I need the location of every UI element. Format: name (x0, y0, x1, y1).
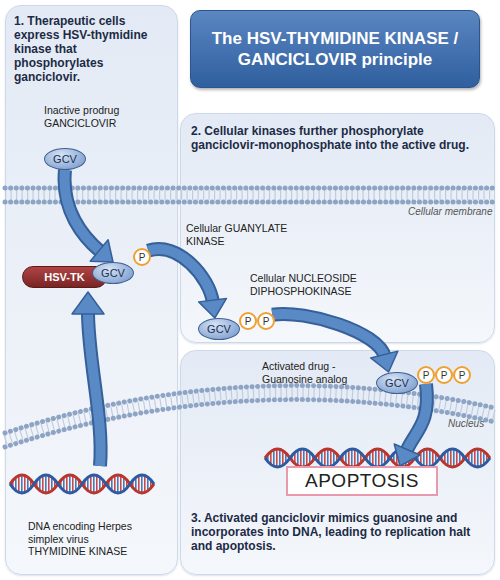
flow-arrow (148, 249, 226, 318)
arrow-shaft (65, 170, 101, 252)
phosphate-label: P (423, 370, 430, 381)
gene-caption: DNA encoding Herpes simplex virus THYMID… (28, 520, 140, 558)
phosphate-label: P (245, 316, 252, 327)
phosphate-label: P (263, 316, 270, 327)
arrow-head (199, 298, 227, 318)
expression-arrow (72, 292, 104, 466)
arrow-shaft (148, 249, 213, 302)
phosphate-circle: P (453, 366, 471, 384)
drug-molecule: GCV (44, 148, 86, 170)
arrow-head (90, 240, 113, 262)
phosphate-circle: P (417, 366, 435, 384)
arrow-shaft (88, 312, 101, 466)
molecule-caption: Activated drug - Guanosine analog (262, 360, 362, 385)
molecule-label: GCV (101, 267, 125, 279)
molecule-label: GCV (207, 323, 231, 335)
phosphate-circle: P (133, 248, 151, 266)
step-heading: 1. Therapeutic cells express HSV-thymidi… (14, 14, 149, 84)
molecule-label: GCV (385, 377, 409, 389)
arrow-shaft (65, 170, 101, 252)
title-box: The HSV-THYMIDINE KINASE / GANCICLOVIR p… (190, 10, 480, 88)
cell-membrane (5, 188, 495, 202)
drug-molecule: GCV (376, 372, 418, 394)
lipid-heads (5, 200, 495, 205)
arrow-shaft (406, 384, 427, 451)
arrow-shaft (272, 314, 384, 356)
drug-molecule: GCV (198, 318, 240, 340)
base-pairs (265, 449, 490, 467)
step-heading: 3. Activated ganciclovir mimics guanosin… (191, 511, 486, 553)
flow-arrow (394, 384, 427, 466)
nuclear-membrane (5, 386, 495, 447)
enzyme-caption: Cellular NUCLEOSIDE DIPHOSPHOKINASE (250, 272, 425, 297)
drug-molecule: GCV (92, 262, 134, 284)
outcome-label: APOPTOSIS (305, 470, 419, 492)
dna-strand (265, 449, 490, 467)
phosphate-circle: P (435, 366, 453, 384)
lipid-heads (5, 386, 495, 433)
molecule-caption: Inactive prodrug GANCICLOVIR (44, 104, 144, 129)
arrow-shaft (272, 314, 384, 356)
dna-strand (265, 449, 490, 467)
step-heading: 2. Cellular kinases further phosphorylat… (191, 124, 483, 152)
compartment-label: Nucleus (448, 418, 498, 431)
base-pairs (10, 475, 154, 493)
phosphate-circle: P (257, 312, 275, 330)
enzyme-caption: Cellular GUANYLATE KINASE (186, 222, 296, 247)
lipid-heads (5, 186, 495, 191)
enzyme-label: HSV-TK (44, 271, 84, 283)
lipid-tails (5, 190, 495, 200)
arrow-head (72, 292, 104, 314)
dna-helix (265, 449, 490, 467)
arrow-shaft (148, 249, 213, 302)
outcome-box: APOPTOSIS (286, 466, 438, 496)
phosphate-label: P (459, 370, 466, 381)
lipid-heads (5, 400, 495, 447)
dna-helix (10, 475, 154, 493)
lipid-tails (5, 393, 495, 440)
arrow-head (394, 444, 420, 466)
membrane-label: Cellular membrane (408, 206, 496, 219)
flow-arrow (65, 170, 113, 262)
dna-strand (10, 475, 154, 493)
title-text: The HSV-THYMIDINE KINASE / GANCICLOVIR p… (191, 28, 479, 70)
flow-arrow (272, 314, 398, 372)
phosphate-label: P (139, 252, 146, 263)
molecule-label: GCV (53, 153, 77, 165)
phosphate-label: P (441, 370, 448, 381)
phosphate-circle: P (239, 312, 257, 330)
step-panel: 1. Therapeutic cells express HSV-thymidi… (5, 5, 178, 575)
dna-strand (10, 475, 154, 493)
arrow-shaft (88, 312, 101, 466)
arrow-shaft (406, 384, 427, 451)
arrow-head (371, 351, 398, 372)
